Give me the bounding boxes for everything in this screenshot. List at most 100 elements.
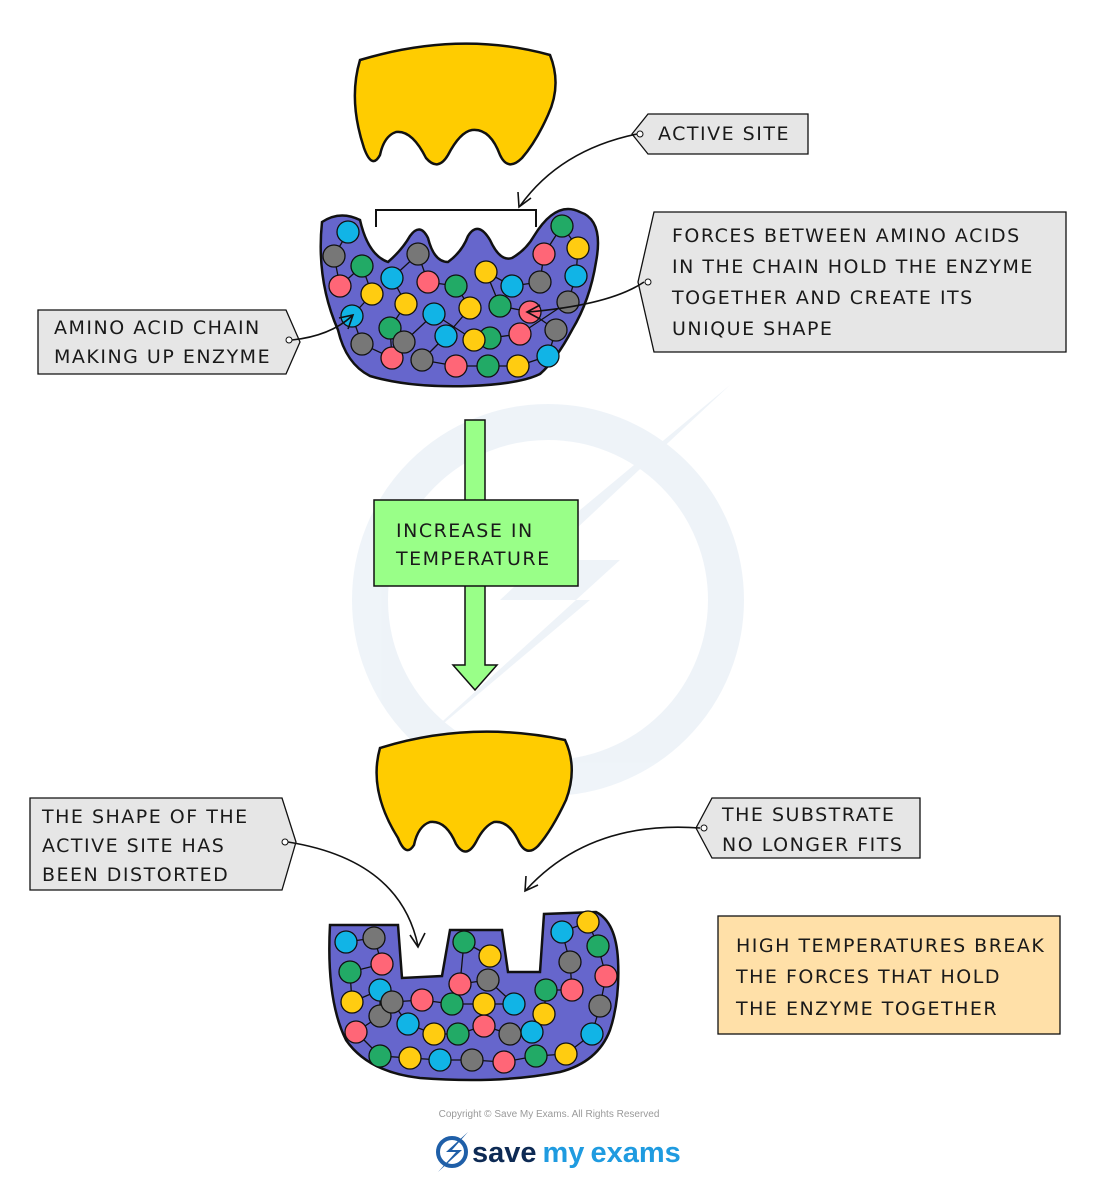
amino-acid-bead [476, 354, 500, 378]
increase-line-2: TEMPERATURE [395, 548, 551, 570]
amino-acid-bead [520, 1020, 544, 1044]
amino-acid-bead [458, 296, 482, 320]
amino-acid-chain-top [322, 214, 590, 378]
active-site-tag [631, 113, 809, 155]
amino-acid-bead [536, 344, 560, 368]
pointer-arrows [287, 133, 701, 949]
amino-acid-bead [448, 972, 472, 996]
amino-acid-bead [446, 1022, 470, 1046]
no-fit-pointer [525, 826, 701, 891]
forces-line-1: FORCES BETWEEN AMINO ACIDS [672, 225, 1021, 247]
amino-acid-bead [550, 214, 574, 238]
amino-chain-arrowhead [338, 313, 355, 330]
amino-acid-bead [586, 934, 610, 958]
amino-acid-bead [528, 270, 552, 294]
amino-acid-bead [396, 1012, 420, 1036]
no-fit-arrowhead [524, 875, 539, 893]
amino-acid-bead [588, 994, 612, 1018]
amino-acid-bead [544, 318, 568, 342]
amino-acid-bead [336, 220, 360, 244]
amino-acid-bead [422, 1022, 446, 1046]
amino-acid-bead [350, 254, 374, 278]
active-site-bracket [375, 209, 537, 227]
amino-acid-bead [444, 354, 468, 378]
amino-acid-bead [502, 992, 526, 1016]
forces-pointer [527, 281, 645, 313]
amino-acid-bead [500, 274, 524, 298]
amino-acid-bead [524, 1044, 548, 1068]
brand-save: save [472, 1137, 537, 1169]
distorted-tag [29, 797, 297, 891]
amino-acid-bead [392, 330, 416, 354]
substrate-bottom [375, 730, 573, 853]
forces-line-4: UNIQUE SHAPE [672, 318, 833, 340]
amino-acid-bead [362, 926, 386, 950]
amino-acid-bead [556, 290, 580, 314]
forces-arrowhead [525, 304, 541, 320]
active-site-arrowhead [517, 191, 532, 209]
amino-acid-bead [410, 348, 434, 372]
distorted-line-3: BEEN DISTORTED [42, 864, 229, 886]
high-temperature-note [717, 915, 1061, 1035]
amino-acid-bead [322, 244, 346, 268]
amino-acid-bead [378, 316, 402, 340]
amino-acid-bead [368, 1044, 392, 1068]
amino-acid-bead [594, 964, 618, 988]
amino-acid-bead [566, 236, 590, 260]
amino-acid-bead [370, 952, 394, 976]
no-fit-line-2: NO LONGER FITS [722, 834, 903, 856]
amino-chain-line-2: MAKING UP ENZYME [54, 346, 271, 368]
amino-acid-bead [474, 260, 498, 284]
amino-acid-bead [498, 1022, 522, 1046]
amino-acid-bead [558, 950, 582, 974]
amino-acid-bead [472, 1014, 496, 1038]
amino-acid-bead [340, 990, 364, 1014]
amino-acid-bead [344, 1020, 368, 1044]
increase-line-1: INCREASE IN [396, 520, 534, 542]
amino-acid-chain-bottom [334, 910, 618, 1074]
brand-exams: exams [590, 1137, 680, 1169]
amino-acid-bead [444, 274, 468, 298]
forces-line-3: TOGETHER AND CREATE ITS [671, 287, 974, 309]
amino-acid-bead [550, 920, 574, 944]
amino-acid-bead [554, 1042, 578, 1066]
amino-acid-bead [564, 264, 588, 288]
amino-acid-bead [434, 324, 458, 348]
distorted-arrowhead [409, 932, 426, 949]
amino-acid-bead [328, 274, 352, 298]
forces-line-2: IN THE CHAIN HOLD THE ENZYME [672, 256, 1034, 278]
amino-acid-bead [380, 266, 404, 290]
amino-acid-bead [416, 270, 440, 294]
amino-acid-bead [452, 930, 476, 954]
forces-tag [637, 211, 1067, 353]
amino-chain-line-1: AMINO ACID CHAIN [54, 317, 261, 339]
amino-acid-bead [472, 992, 496, 1016]
active-site-label: ACTIVE SITE [658, 123, 790, 145]
amino-acid-bead [462, 328, 486, 352]
amino-acid-bead [576, 910, 600, 934]
amino-acid-bead [580, 1022, 604, 1046]
amino-acid-bead [334, 930, 358, 954]
active-site-pointer [519, 133, 638, 207]
distorted-line-2: ACTIVE SITE HAS [42, 835, 225, 857]
amino-acid-bead [410, 988, 434, 1012]
amino-acid-bead [560, 978, 584, 1002]
increase-temperature-box [373, 499, 579, 587]
amino-acid-bead [428, 1048, 452, 1072]
amino-acid-bead [506, 354, 530, 378]
amino-acid-bead [492, 1050, 516, 1074]
amino-acid-bead [534, 978, 558, 1002]
high-temp-line-1: HIGH TEMPERATURES BREAK [736, 935, 1045, 957]
no-fit-tag [695, 797, 921, 859]
amino-acid-bead [380, 990, 404, 1014]
high-temp-line-2: THE FORCES THAT HOLD [735, 966, 1001, 988]
lightning-bolt-icon [436, 1132, 468, 1172]
no-fit-line-1: THE SUBSTRATE [721, 804, 895, 826]
amino-acid-bead [440, 992, 464, 1016]
amino-chain-tag [37, 309, 301, 375]
brand-my: my [543, 1137, 585, 1169]
enzyme-top [319, 207, 600, 388]
amino-acid-bead [478, 944, 502, 968]
